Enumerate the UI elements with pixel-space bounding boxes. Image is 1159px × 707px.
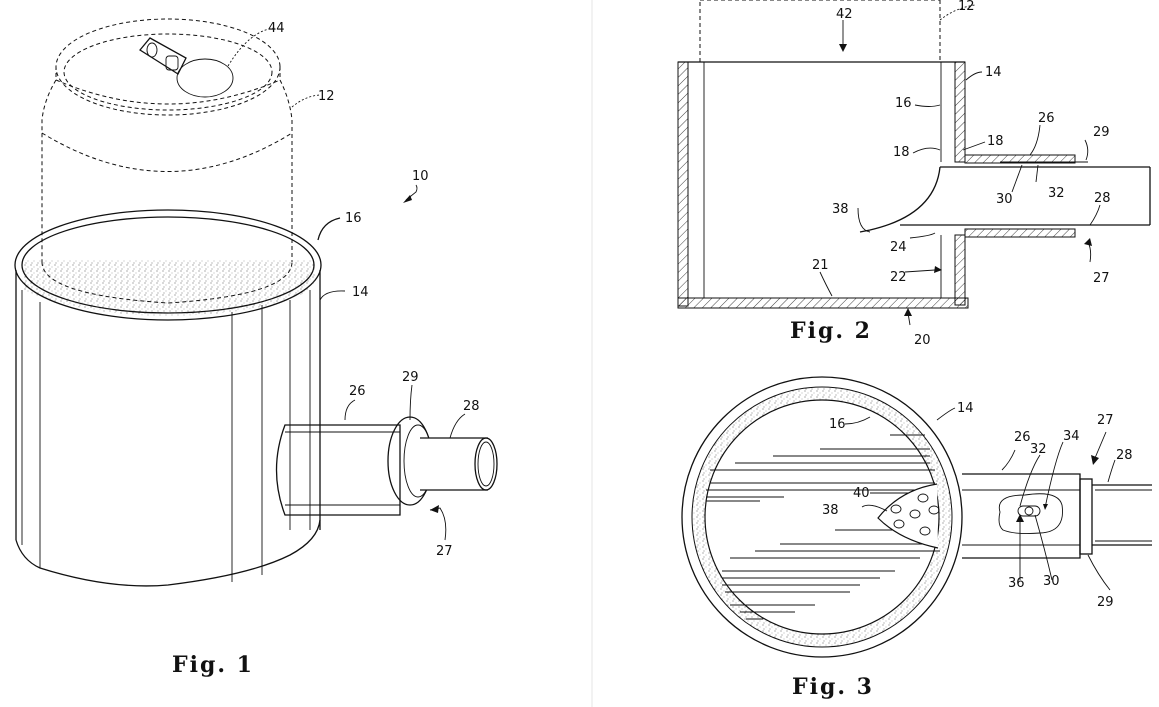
label-16: 16 — [829, 417, 846, 432]
cutaway-window — [998, 493, 1063, 535]
label-42: 42 — [836, 7, 853, 22]
label-22: 22 — [890, 270, 907, 285]
figure-caption: Fig. 1 — [172, 652, 254, 678]
label-14: 14 — [957, 401, 974, 416]
label-32: 32 — [1048, 186, 1065, 201]
label-30: 30 — [1043, 574, 1060, 589]
figure-caption: Fig. 2 — [790, 318, 872, 344]
label-38: 38 — [832, 202, 849, 217]
label-34: 34 — [1063, 429, 1080, 444]
label-26: 26 — [1038, 111, 1055, 126]
arrow-27 — [429, 507, 447, 541]
holes-40 — [890, 493, 940, 536]
label-16: 16 — [345, 211, 362, 226]
liquid-surface-lines — [706, 434, 940, 620]
label-26: 26 — [349, 384, 366, 399]
label-44: 44 — [268, 21, 285, 36]
figure-2: 42 12 14 16 18 18 26 29 30 32 28 38 24 2… — [677, 0, 1151, 348]
scoop-38 — [859, 166, 941, 233]
label-16: 16 — [895, 96, 912, 111]
label-36: 36 — [1008, 576, 1025, 591]
label-29: 29 — [1093, 125, 1110, 140]
sleeve-26 — [964, 154, 1076, 164]
label-12: 12 — [318, 89, 335, 104]
pull-tab-icon — [139, 37, 187, 75]
figure-1: 44 12 10 16 14 26 29 28 27 Fig. 1 — [14, 18, 498, 678]
sleeve-outer-14 — [681, 376, 963, 658]
label-30: 30 — [996, 192, 1013, 207]
label-10: 10 — [412, 169, 429, 184]
sleeve-14 — [14, 209, 322, 587]
label-29: 29 — [402, 370, 419, 385]
ball-30 — [1024, 506, 1034, 516]
label-28: 28 — [1116, 448, 1133, 463]
spout-assembly-27 — [275, 416, 498, 516]
label-14: 14 — [352, 285, 369, 300]
label-18b: 18 — [893, 145, 910, 160]
scoop-38 — [877, 483, 939, 549]
label-27: 27 — [1097, 413, 1114, 428]
label-28: 28 — [1094, 191, 1111, 206]
label-18a: 18 — [987, 134, 1004, 149]
label-20: 20 — [914, 333, 931, 348]
figure-caption: Fig. 3 — [792, 674, 874, 700]
label-29: 29 — [1097, 595, 1114, 610]
label-40: 40 — [853, 486, 870, 501]
label-12: 12 — [958, 0, 975, 14]
label-27: 27 — [436, 544, 453, 559]
label-24: 24 — [890, 240, 907, 255]
label-26: 26 — [1014, 430, 1031, 445]
label-28: 28 — [463, 399, 480, 414]
figure-3: 16 14 26 32 34 27 28 40 38 36 30 29 Fig.… — [681, 376, 1152, 700]
label-27: 27 — [1093, 271, 1110, 286]
label-21: 21 — [812, 258, 829, 273]
collar-29 — [1079, 478, 1093, 555]
label-32: 32 — [1030, 442, 1047, 457]
label-38: 38 — [822, 503, 839, 518]
label-14: 14 — [985, 65, 1002, 80]
